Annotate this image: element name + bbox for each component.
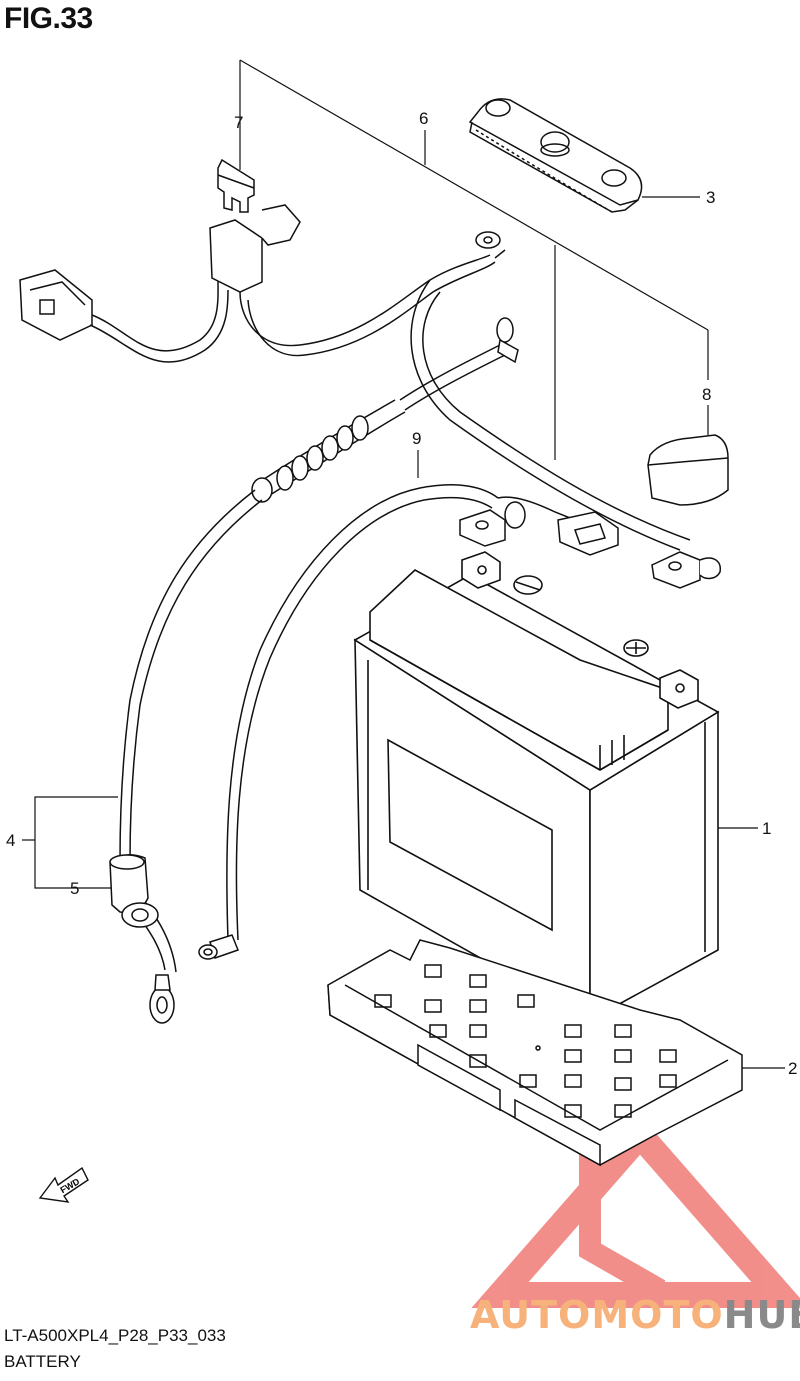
leader-lines: [22, 59, 785, 1069]
figure-name: BATTERY: [4, 1352, 81, 1371]
callout-7: 7: [234, 113, 243, 132]
callout-1: 1: [762, 819, 771, 838]
battery-tray: [327, 939, 743, 1167]
callout-8: 8: [702, 385, 711, 404]
watermark-text-b: HUB: [723, 1293, 800, 1337]
battery: [353, 551, 720, 1022]
figure-code: LT-A500XPL4_P28_P33_033: [4, 1326, 226, 1345]
watermark-text-a: AUTOMOTO: [470, 1293, 724, 1337]
terminal-cover: [109, 854, 159, 928]
battery-band: [468, 98, 643, 213]
callout-6: 6: [419, 109, 428, 128]
watermark-logo: [471, 1115, 800, 1308]
negative-cable: [119, 489, 263, 1024]
figure-title: FIG.33: [4, 2, 93, 35]
watermark-wordmark: AUTOMOTOHUB: [470, 1293, 800, 1337]
callout-4: 4: [6, 831, 15, 850]
positive-cable: [198, 483, 619, 960]
callout-9: 9: [412, 429, 421, 448]
terminal-cap: [647, 434, 729, 506]
fuse: [217, 158, 255, 213]
callout-2: 2: [788, 1059, 797, 1078]
callout-5: 5: [70, 879, 79, 898]
fwd-arrow-icon: FWD: [38, 1166, 89, 1203]
callout-labels: 1 2 3 4 5 6 7 8 9: [6, 109, 797, 1078]
wiring-harness: [19, 204, 721, 589]
callout-3: 3: [706, 188, 715, 207]
